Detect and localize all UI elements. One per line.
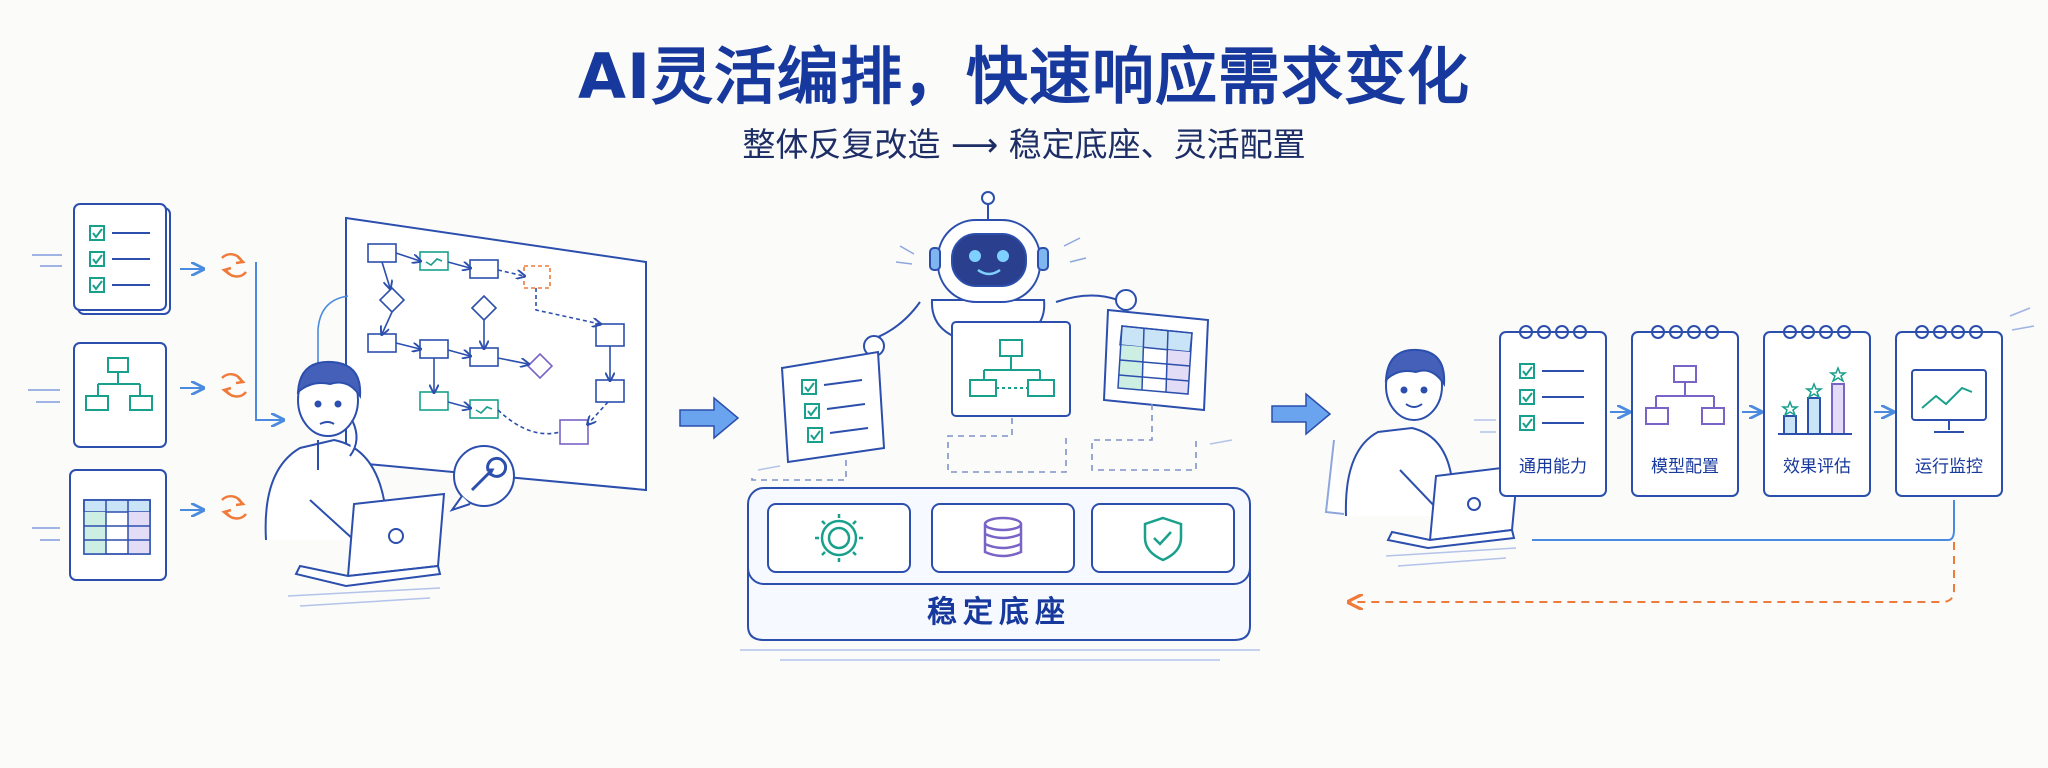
motion-lines [2009, 307, 2035, 331]
pipeline-card-label: 模型配置 [1651, 457, 1719, 477]
refresh-icon [221, 252, 247, 278]
hierarchy-icon [85, 357, 153, 411]
hierarchy-document [73, 342, 167, 448]
checklist-panel [780, 350, 886, 464]
feed-line [255, 262, 282, 420]
workflow-board [317, 216, 647, 492]
table-panel [1102, 308, 1210, 412]
database-icon [983, 516, 1023, 558]
doc-arrow [180, 269, 202, 510]
checklist-icon [89, 225, 150, 293]
table-icon [83, 499, 151, 555]
motion-lines [740, 649, 1260, 661]
pipeline-card: 效果评估 [1763, 325, 1871, 497]
motion-lines [28, 254, 62, 541]
placement-guides [751, 404, 1197, 481]
middle-section: 稳定底座 [740, 191, 1260, 661]
stable-base: 稳定底座 [747, 487, 1251, 641]
refresh-icon [221, 372, 247, 398]
feedback-line [1532, 500, 1955, 541]
checklist-document [73, 203, 171, 315]
pipeline-card: 通用能力 [1499, 325, 1607, 497]
monitor-chart-icon [1911, 369, 1987, 433]
hierarchy-panel [951, 321, 1071, 417]
laptop [1386, 464, 1520, 550]
motion-lines [757, 439, 1233, 471]
wrench-icon [470, 456, 508, 492]
left-section [28, 203, 647, 607]
page-subtitle: 整体反复改造 ⟶ 稳定底座、灵活配置 [742, 125, 1306, 164]
motion-lines [1385, 419, 1517, 567]
wrench-bubble [449, 445, 515, 512]
motion-lines [287, 587, 441, 607]
table-document [69, 469, 167, 581]
laptop [294, 492, 446, 588]
base-label: 稳定底座 [927, 595, 1071, 630]
checklist-icon [1519, 363, 1584, 431]
happy-person [1324, 348, 1459, 517]
pipeline-card-label: 运行监控 [1915, 457, 1983, 477]
pipeline-card-label: 通用能力 [1519, 457, 1587, 477]
hierarchy-icon [1645, 365, 1725, 425]
refresh-icon [221, 494, 247, 520]
pipeline-card: 运行监控 [1895, 325, 2003, 497]
gear-icon [815, 514, 863, 562]
right-section: 通用能力 模型配置 [1324, 307, 2035, 602]
pipeline-card-label: 效果评估 [1783, 457, 1851, 477]
transition-arrow [679, 396, 740, 440]
shield-check-icon [1143, 516, 1183, 562]
transition-arrow [1271, 392, 1332, 436]
feedback-loop-arrow [1350, 542, 1955, 602]
page-title: AI灵活编排，快速响应需求变化 [577, 40, 1471, 113]
pipeline-card: 模型配置 [1631, 325, 1739, 497]
bar-chart-stars-icon [1778, 365, 1852, 435]
